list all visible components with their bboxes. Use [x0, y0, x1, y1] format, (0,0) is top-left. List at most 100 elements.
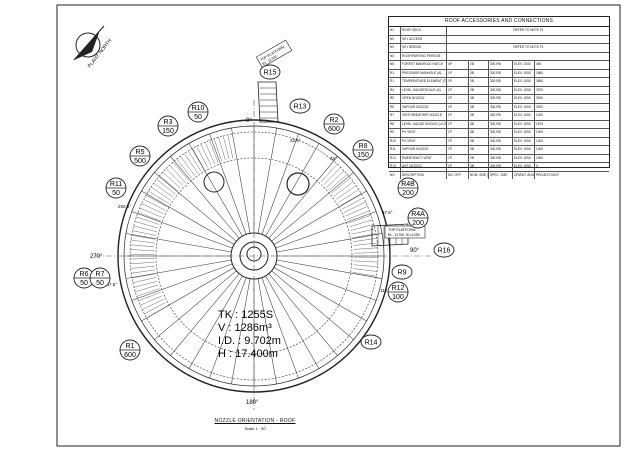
table-cell: 300-RB: [489, 86, 513, 94]
angle-label: 67.5°: [382, 210, 393, 215]
table-cell: SPEC. SIZE: [489, 171, 513, 179]
table-cell: 3B: [469, 112, 489, 120]
rafter-line: [268, 273, 338, 356]
table-cell: 300-RB: [489, 163, 513, 171]
table-cell: R4: [389, 86, 401, 94]
table-cell: VENT BREATHER NOZZLE: [401, 112, 447, 120]
grating-line: [136, 288, 160, 297]
grating-line: [162, 171, 181, 189]
rafter-line: [131, 263, 233, 301]
table-cell: R7: [389, 112, 401, 120]
table-cell: 300-RB: [489, 78, 513, 86]
table-cell: 3B: [469, 146, 489, 154]
table-cell: 1P: [447, 95, 469, 103]
extra-angle-labels: 22.5°45°67.5°112.5°247.5°292.5°: [104, 138, 393, 293]
table-cell: SKY ACCESS: [401, 35, 447, 43]
grating-line: [209, 140, 219, 163]
nozzle-tag: R8: [359, 143, 368, 150]
nozzle-size: 100: [392, 294, 404, 301]
table-cell: 3B: [469, 120, 489, 128]
grating-line: [213, 138, 222, 162]
table-cell: 300-RB: [489, 154, 513, 162]
table-cell: SKY BRIDGE: [401, 44, 447, 52]
grating-line: [331, 177, 351, 194]
table-cell: 1860: [536, 70, 544, 75]
table-cell: ELEV. 1050: [513, 103, 535, 111]
rafter-line: [273, 267, 367, 322]
grating-line: [353, 247, 378, 250]
table-cell: 3B: [469, 86, 489, 94]
table-cell: 1P: [447, 120, 469, 128]
grating-line: [130, 244, 155, 248]
grating-line: [347, 210, 370, 220]
grating-line: [172, 162, 189, 181]
rafter-line: [125, 233, 232, 253]
table-cell: 1P: [447, 137, 469, 145]
grating-line: [130, 262, 155, 264]
grating-line: [336, 185, 357, 200]
rafter-line: [276, 259, 383, 279]
table-cell: 300-RB: [489, 103, 513, 111]
table-cell: VAPOUR NOZZLE: [401, 103, 447, 111]
rafter-line: [275, 211, 377, 249]
nozzle-size: 50: [80, 280, 88, 287]
table-cell: 1P: [447, 103, 469, 111]
rafter-line: [131, 211, 233, 249]
table-cell: ANT NOZZLE: [401, 163, 447, 171]
nozzle-r13: R13: [289, 98, 311, 114]
drawing-caption: NOZZLE ORIENTATION - ROOF Scale 1 : 50: [200, 418, 310, 431]
table-cell: LEVEL GAUGE NOZZLE (LCG): [401, 120, 447, 128]
rafter-line: [271, 270, 354, 340]
caption-title: NOZZLE ORIENTATION - ROOF: [214, 418, 296, 424]
grating-line: [353, 242, 378, 246]
table-cell: 300-RB: [489, 120, 513, 128]
grating-line: [352, 238, 377, 242]
table-cell: REFER TO NOTE F1: [513, 45, 544, 49]
grating-line: [131, 269, 156, 274]
grating-line: [146, 305, 168, 319]
grating-line: [343, 201, 366, 213]
nozzle-bubble: [289, 98, 311, 114]
grating-line: [148, 190, 169, 204]
rafter-line: [261, 133, 299, 235]
table-cell: PRESSURE MANHOLE (A): [401, 69, 447, 77]
nozzle-bubble: [391, 264, 413, 280]
rafter-line: [154, 270, 237, 340]
platform-note-right-line1: TOP PLATFORM: [388, 228, 416, 232]
manhole-left: [203, 171, 225, 193]
grating-line: [165, 168, 184, 186]
table-cell: 3200: [536, 104, 544, 109]
grating-line: [326, 170, 345, 188]
table-cell: NO. OFF: [447, 171, 469, 179]
table-cell: R5: [389, 95, 401, 103]
grating-line: [338, 189, 359, 203]
stair-top: [257, 81, 279, 123]
nozzle-tag: R9: [398, 270, 407, 277]
table-cell: R10: [389, 137, 401, 145]
platform-note-top-line2: EL. 11700: [262, 55, 278, 67]
nozzle-size: 50: [194, 114, 202, 121]
table-title: ROOF ACCESSORIES AND CONNECTIONS: [389, 17, 609, 27]
grating-line: [200, 143, 212, 166]
table-cell: 1P: [447, 146, 469, 154]
grating-line: [353, 268, 378, 272]
table-cell: 300-RB: [489, 146, 513, 154]
table-cell: 1P: [447, 86, 469, 94]
rafter-line: [154, 172, 237, 242]
